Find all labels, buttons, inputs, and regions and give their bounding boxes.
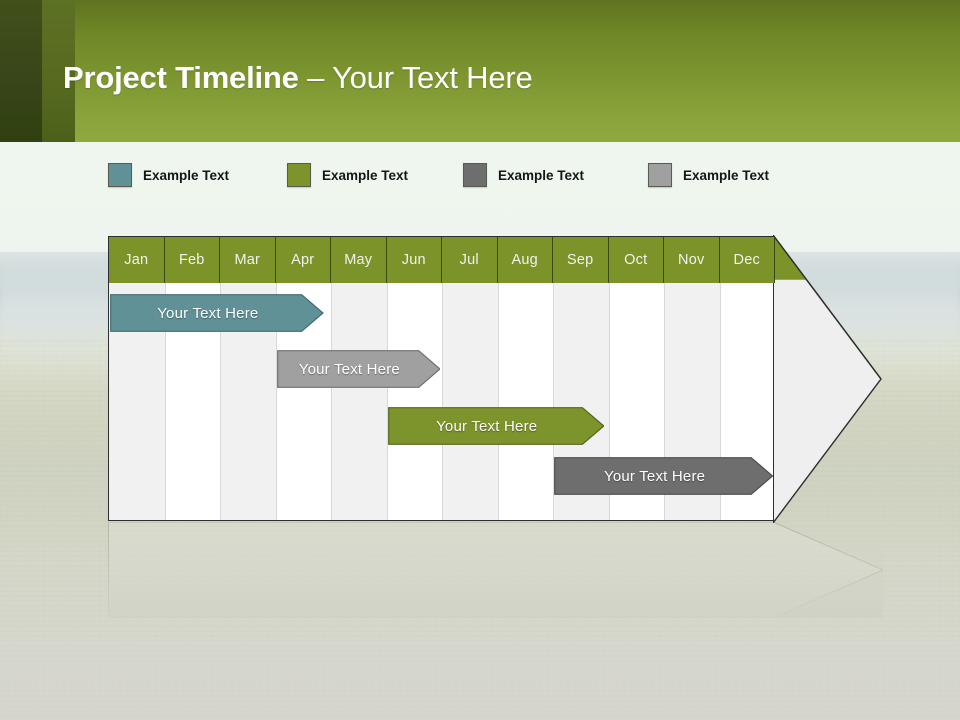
column-divider (553, 283, 554, 520)
column-divider (220, 283, 221, 520)
bar-label: Your Text Here (604, 467, 706, 485)
legend-swatch-icon (108, 163, 132, 187)
bar-shape (554, 457, 774, 495)
month-header-dec[interactable]: Dec (719, 237, 775, 283)
page-title-bold: Project Timeline (63, 60, 299, 95)
chart-reflection (108, 522, 883, 618)
month-label: Mar (234, 252, 261, 268)
legend-swatch-icon (463, 163, 487, 187)
timeline-column-feb: Feb (164, 237, 220, 520)
column-divider (275, 283, 277, 520)
bar-shape (387, 407, 604, 445)
timeline-column-aug: Aug (497, 237, 553, 520)
month-header-may[interactable]: May (331, 237, 387, 283)
month-header-feb[interactable]: Feb (164, 237, 220, 283)
column-divider (497, 283, 499, 520)
month-label: Aug (511, 252, 538, 268)
legend-label: Example Text (498, 167, 585, 183)
timeline-arrowhead (773, 234, 882, 523)
month-label: Nov (678, 252, 705, 268)
column-divider (386, 283, 388, 520)
month-header-apr[interactable]: Apr (275, 237, 331, 283)
column-divider (608, 283, 610, 520)
timeline-column-apr: Apr (275, 237, 331, 520)
month-label: Feb (178, 252, 205, 268)
month-label: Dec (733, 252, 760, 268)
column-divider (164, 283, 166, 520)
bar-label: Your Text Here (298, 360, 400, 378)
timeline-column-dec: Dec (719, 237, 775, 520)
legend-swatch-icon (287, 163, 311, 187)
legend-label: Example Text (322, 167, 409, 183)
legend-item-3: Example Text (463, 160, 584, 190)
month-header-nov[interactable]: Nov (664, 237, 720, 283)
header-band-mid (42, 0, 75, 142)
month-label: Jun (401, 252, 426, 268)
column-divider (719, 283, 721, 520)
legend-item-1: Example Text (108, 160, 229, 190)
month-label: Oct (624, 252, 648, 268)
legend-item-4: Example Text (648, 160, 769, 190)
legend: Example Text Example Text Example Text Exam… (0, 160, 960, 200)
header-band-dark (0, 0, 42, 142)
legend-label: Example Text (143, 167, 230, 183)
timeline-bar-1[interactable]: Your Text Here (110, 294, 324, 332)
page-title-regular: – Your Text Here (298, 60, 533, 95)
month-label: Apr (291, 252, 315, 268)
bar-shape (276, 350, 441, 388)
month-header-jun[interactable]: Jun (386, 237, 442, 283)
timeline-bar-4[interactable]: Your Text Here (554, 457, 774, 495)
timeline-bar-2[interactable]: Your Text Here (276, 350, 441, 388)
month-header-jul[interactable]: Jul (442, 237, 498, 283)
month-label: Jan (124, 252, 149, 268)
timeline-column-jul: Jul (442, 237, 498, 520)
column-divider (442, 283, 443, 520)
month-header-aug[interactable]: Aug (497, 237, 553, 283)
timeline-bar-3[interactable]: Your Text Here (387, 407, 604, 445)
month-label: Sep (567, 252, 594, 268)
column-divider (664, 283, 665, 520)
content-background-wash (0, 142, 960, 252)
month-header-jan[interactable]: Jan (109, 237, 165, 283)
column-divider (331, 283, 332, 520)
bar-label: Your Text Here (157, 304, 259, 322)
legend-label: Example Text (683, 167, 770, 183)
month-header-oct[interactable]: Oct (608, 237, 664, 283)
header-band-main (75, 0, 960, 142)
month-header-mar[interactable]: Mar (220, 237, 276, 283)
month-label: Jul (459, 252, 479, 268)
bar-label: Your Text Here (436, 417, 538, 435)
month-header-sep[interactable]: Sep (553, 237, 609, 283)
timeline-column-oct: Oct (608, 237, 664, 520)
slide-header: Project Timeline – Your Text Here (0, 0, 960, 142)
page-title: Project Timeline – Your Text Here (63, 60, 533, 96)
timeline-column-mar: Mar (220, 237, 276, 520)
timeline-column-jan: Jan (109, 237, 165, 520)
bar-shape (110, 294, 324, 332)
legend-item-2: Example Text (287, 160, 408, 190)
legend-swatch-icon (648, 163, 672, 187)
month-label: May (344, 252, 373, 268)
timeline-column-jun: Jun (386, 237, 442, 520)
